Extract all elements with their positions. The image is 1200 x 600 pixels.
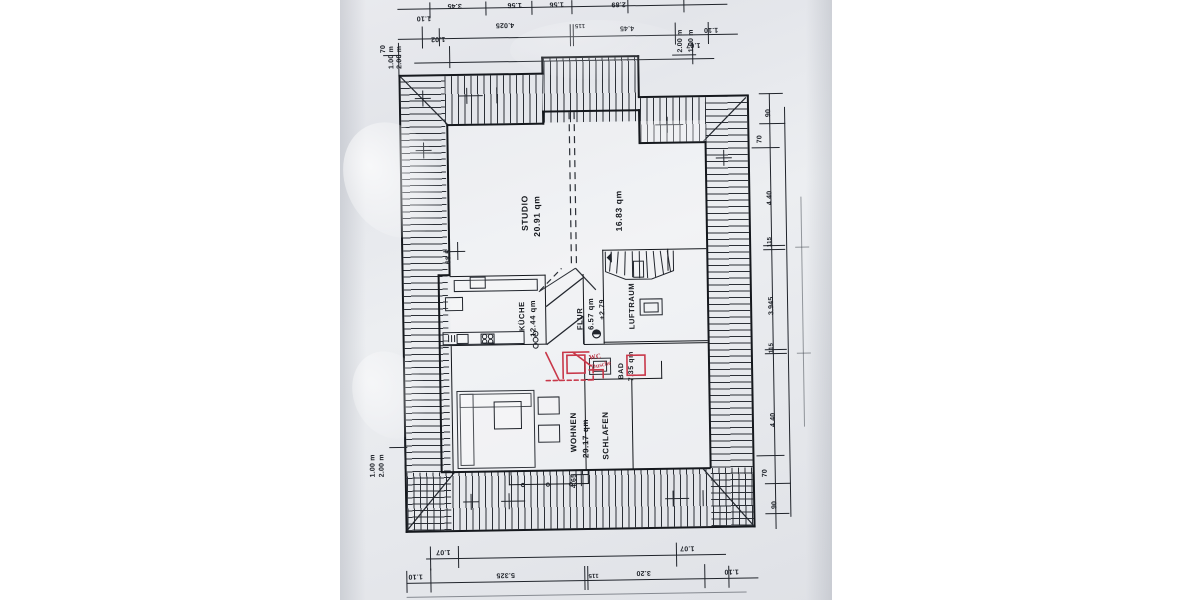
scale-left-bottom-0: 2.00 m — [378, 454, 386, 478]
roof-hatch-right — [704, 96, 754, 527]
dim-tick — [683, 0, 685, 13]
kitchen-sink — [456, 333, 469, 345]
dim-top-inner-0: 3.45 — [447, 1, 462, 10]
kitchen-unit-b — [444, 296, 464, 312]
wall-dormer-left — [542, 110, 544, 125]
dim-right-2: 4.40 — [766, 190, 774, 206]
dim-tick — [531, 0, 533, 15]
room-label-schlafen-name: SCHLAFEN — [600, 411, 611, 460]
dim-bottom-2: 5.325 — [496, 571, 515, 579]
dim-bottom-0: 1.10 — [408, 572, 423, 580]
room-label-upper-area: 16.83 qm — [613, 190, 624, 232]
dim-tick — [704, 564, 706, 589]
dim-tick — [627, 0, 629, 14]
scale-right-top-0: 2.00 m — [676, 29, 685, 53]
scale-left-tick-label: 70 — [379, 44, 388, 54]
dim-tick — [569, 24, 572, 47]
dim-tick — [457, 546, 460, 569]
room-label-studio-name: STUDIO — [519, 195, 530, 232]
room-label-bad-area: 7.35 qm — [627, 350, 636, 382]
armchair-a — [537, 396, 560, 415]
dim-tick — [675, 542, 678, 567]
dim-bottom-6: 1.10 — [724, 567, 739, 575]
room-label-wohnen-area: 29.17 qm — [580, 418, 591, 459]
dim-tick — [763, 248, 786, 251]
room-label-kueche-area: 12.44 qm — [527, 299, 538, 337]
dim-top-inner-1: 1.56 — [507, 0, 522, 9]
dim-top-outer-3: 115 — [574, 21, 586, 29]
dim-line-bottom — [406, 577, 759, 584]
dim-right-0: 90 — [765, 108, 773, 118]
wall-jog-left — [437, 274, 450, 276]
dim-tick — [430, 568, 432, 593]
room-label-kueche-name: KÜCHE — [517, 301, 527, 332]
dim-tick — [421, 26, 424, 49]
dim-top-outer-6: 1.10 — [703, 25, 719, 34]
dim-tick — [764, 482, 791, 485]
dim-top-outer-1: 1.02 — [430, 35, 446, 43]
dim-tick — [571, 0, 573, 15]
coffee-table — [493, 401, 523, 430]
dim-right-8: 90 — [771, 500, 779, 510]
dim-tick — [758, 92, 783, 95]
roof-hatch-left — [400, 76, 452, 531]
dim-right-1: 70 — [756, 135, 764, 144]
wall-bad-right — [660, 360, 663, 379]
dim-right-4: 3.945 — [767, 296, 776, 316]
dim-tick — [448, 46, 451, 69]
dim-tick — [584, 566, 586, 591]
dim-tick — [759, 122, 786, 125]
plan-sheet: 3.45 1.56 1.56 2.89 1.10 1.02 4.025 115 … — [340, 0, 832, 600]
kitchen-counter-top — [453, 278, 538, 293]
dim-tick — [674, 22, 676, 45]
dim-top-outer-2: 4.025 — [495, 21, 515, 29]
dim-line-right-outer — [783, 106, 792, 517]
dim-line-bottom-ghost — [406, 591, 747, 598]
roof-hatch-dormer — [543, 57, 639, 123]
dim-right-6: 4.40 — [769, 412, 778, 428]
dim-bottom-3: 115 — [588, 571, 599, 578]
armchair-b — [537, 424, 561, 443]
room-label-wohnen-name: WOHNEN — [568, 412, 579, 453]
dim-interior-0: 68.5 — [445, 249, 453, 265]
scale-left-bottom-1: 1.00 m — [369, 454, 377, 478]
kitchen-hob — [480, 333, 495, 344]
wall-notch-right — [587, 469, 590, 484]
dim-tick — [485, 1, 487, 16]
room-label-bad-name: BAD — [617, 362, 626, 380]
dim-bottom-4: 3.20 — [636, 569, 651, 577]
dim-tick — [756, 454, 785, 457]
roof-hatch-top-left — [444, 74, 544, 125]
dim-top-outer-0: 1.10 — [416, 14, 432, 22]
dim-top-outer-4: 4.45 — [619, 24, 635, 32]
scale-left-top-1: 1.00 m — [387, 45, 396, 70]
wall-bad-left — [583, 362, 586, 381]
dim-interior-1: 4.65 — [570, 473, 578, 489]
dim-right-7: 70 — [761, 468, 769, 478]
dim-line-right-ghost — [800, 196, 806, 427]
dim-tick — [751, 146, 780, 149]
dim-top-inner-3: 2.89 — [611, 0, 626, 8]
room-label-studio-area: 20.91 qm — [531, 195, 542, 237]
dim-top-inner-2: 1.56 — [549, 0, 564, 8]
room-label-flur-name: FLUR — [575, 307, 585, 331]
room-label-flur-area: 6.57 qm — [585, 297, 596, 330]
dim-tick — [429, 546, 432, 571]
wall-notch-left — [508, 471, 511, 486]
dim-tick — [765, 512, 790, 515]
kitchen-unit-a — [469, 276, 486, 289]
floorplan-photograph: 3.45 1.56 1.56 2.89 1.10 1.02 4.025 115 … — [340, 0, 832, 600]
dim-bottom-1: 1.07 — [435, 548, 451, 556]
dim-bottom-5: 1.07 — [679, 544, 695, 552]
scale-right-top-1: 1.00 m — [687, 29, 696, 53]
dim-tick — [796, 352, 811, 354]
scale-left-top-0: 2.00 m — [395, 45, 404, 69]
dim-tick — [795, 246, 810, 248]
dim-right-5: 115 — [768, 342, 775, 354]
room-label-luftraum-name: LUFTRAUM — [626, 282, 637, 330]
dim-right-3: 115 — [767, 236, 774, 248]
dim-line-bottom-inner — [426, 553, 727, 560]
